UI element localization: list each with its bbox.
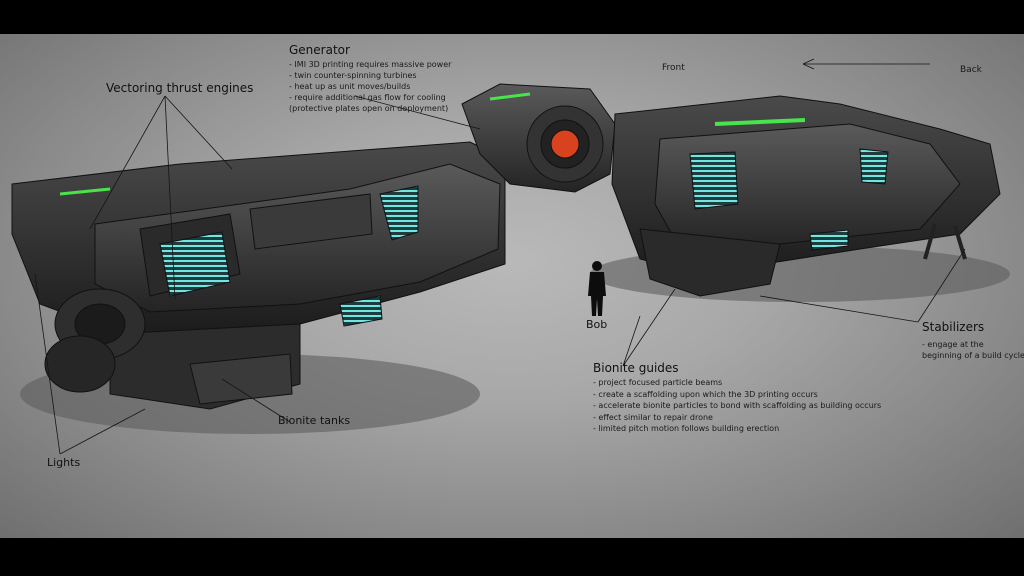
guide-note: - limited pitch motion follows building … xyxy=(593,424,780,433)
bionite-guides-heading: Bionite guides xyxy=(593,361,679,375)
guide-notes: - project focused particle beams - creat… xyxy=(593,377,881,435)
stabilizer-notes: - engage at the beginning of a build cyc… xyxy=(922,339,1024,361)
generator-note: - IMI 3D printing requires massive power xyxy=(289,60,452,69)
bob-label: Bob xyxy=(586,318,608,331)
left-vehicle-cyan-vent xyxy=(159,231,231,297)
guide-note: - accelerate bionite particles to bond w… xyxy=(593,401,882,410)
callout-lines xyxy=(34,58,966,455)
vectoring-thrust-label: Vectoring thrust engines xyxy=(106,81,254,95)
generator-note: (protective plates open on deployment) xyxy=(289,104,449,113)
bottom-letterbox xyxy=(0,538,1024,576)
generator-notes: - IMI 3D printing requires massive power… xyxy=(289,59,451,114)
vehicle-renders xyxy=(11,58,1010,455)
stabilizers-heading: Stabilizers xyxy=(922,320,985,334)
guide-note: - project focused particle beams xyxy=(593,378,723,387)
left-vehicle xyxy=(11,141,506,410)
front-label: Front xyxy=(662,63,685,73)
back-label: Back xyxy=(960,65,982,75)
right-vehicle-cyan-vent xyxy=(689,151,739,210)
concept-canvas: Generator - IMI 3D printing requires mas… xyxy=(0,34,1024,538)
top-letterbox xyxy=(0,0,1024,34)
bionite-tanks-label: Bionite tanks xyxy=(278,414,351,427)
generator-core xyxy=(550,129,580,159)
lights-label: Lights xyxy=(47,456,81,469)
bob-figure xyxy=(588,261,606,316)
stabilizer-note: - engage at the xyxy=(922,340,984,349)
generator-note: - require additional gas flow for coolin… xyxy=(289,93,446,102)
generator-heading: Generator xyxy=(289,43,350,57)
guide-note: - create a scaffolding upon which the 3D… xyxy=(593,389,818,399)
right-vehicle xyxy=(611,95,1001,297)
guide-note: - effect similar to repair drone xyxy=(593,412,713,422)
generator-note: - heat up as unit moves/builds xyxy=(289,82,411,91)
generator-note: - twin counter-spinning turbines xyxy=(289,71,417,80)
stabilizer-note: beginning of a build cycle xyxy=(922,351,1024,360)
center-vehicle xyxy=(461,83,616,193)
